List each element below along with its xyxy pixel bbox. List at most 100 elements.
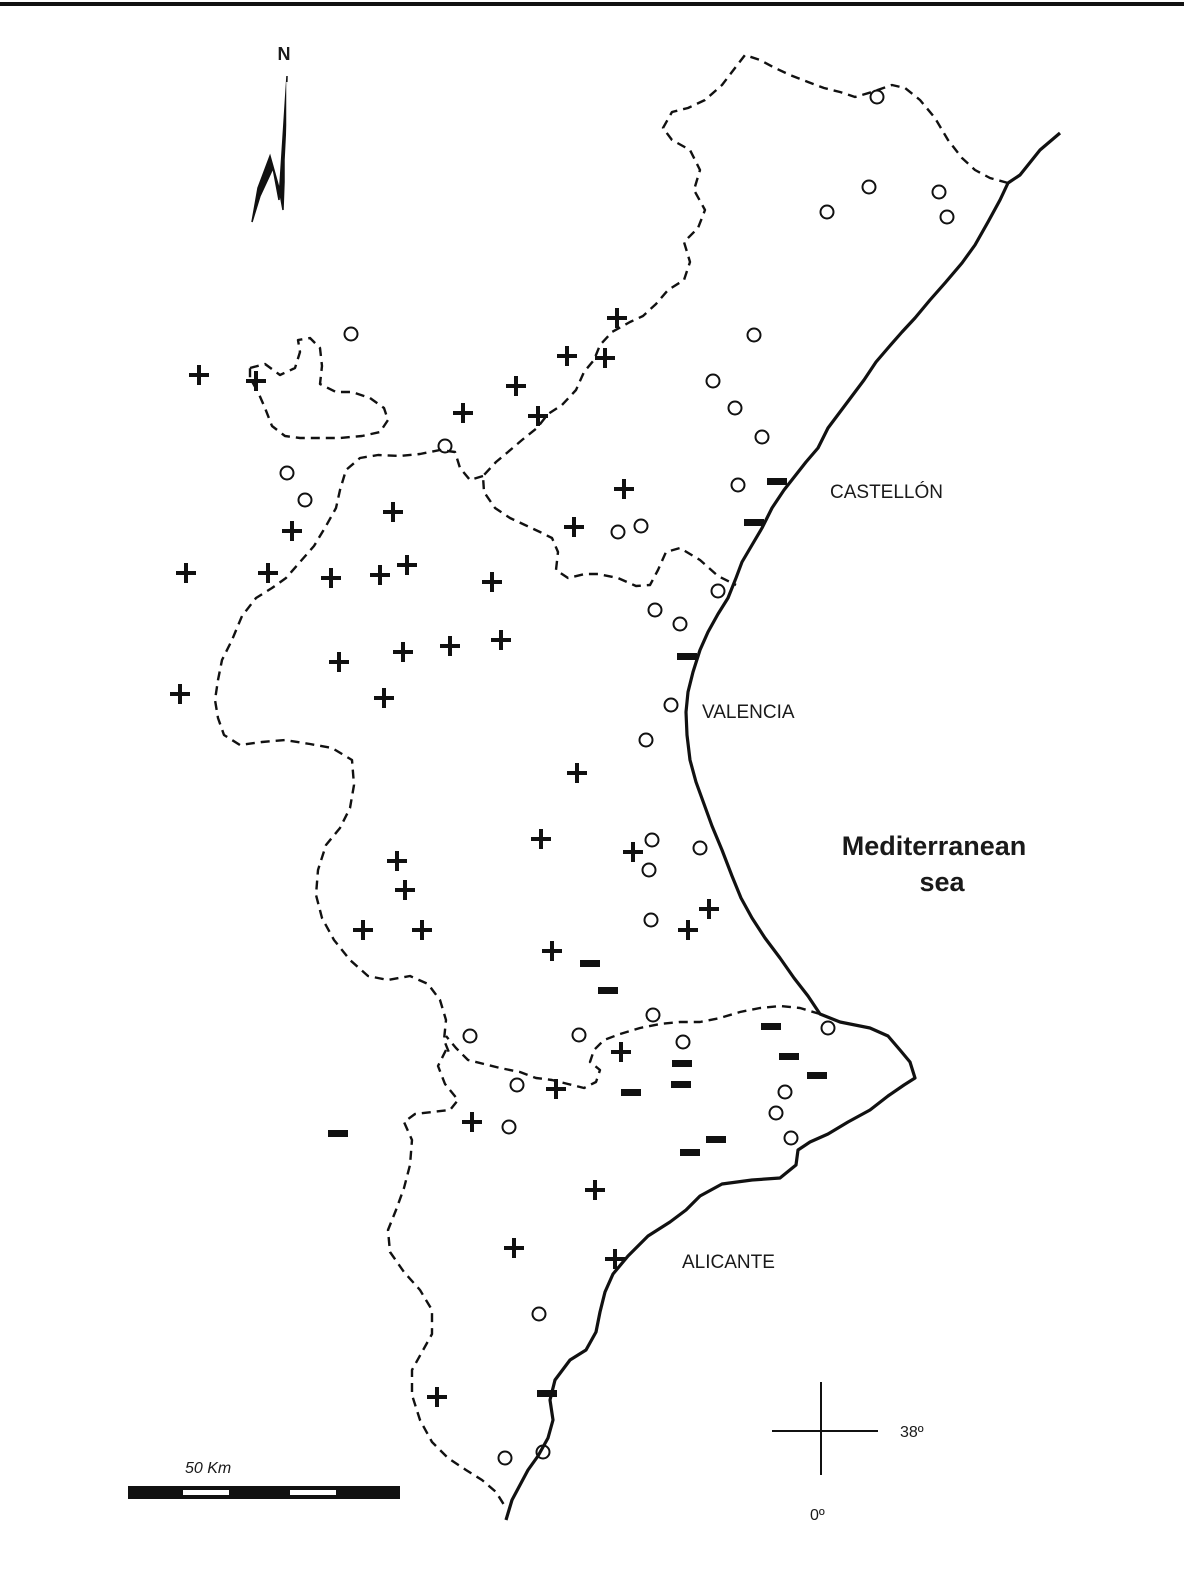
minus-marker <box>598 987 618 994</box>
scale-label: 50 Km <box>185 1460 231 1477</box>
circle-marker <box>746 327 762 343</box>
north-arrow-icon <box>251 75 288 223</box>
plus-marker <box>329 652 349 672</box>
circle-marker <box>672 616 688 632</box>
plus-marker <box>321 568 341 588</box>
sea-label-line2: sea <box>919 867 965 897</box>
plus-marker <box>607 308 627 328</box>
plus-marker <box>482 572 502 592</box>
plus-marker <box>395 880 415 900</box>
plus-marker <box>557 346 577 366</box>
circle-marker <box>633 518 649 534</box>
plus-marker <box>699 899 719 919</box>
plus-marker <box>453 403 473 423</box>
circle-marker <box>638 732 654 748</box>
plus-marker <box>189 365 209 385</box>
sea-label: Mediterranean <box>842 831 1027 861</box>
circle-marker <box>643 912 659 928</box>
plus-marker <box>528 406 548 426</box>
circle-marker <box>777 1084 793 1100</box>
castellon-boundary <box>481 53 1009 588</box>
circle-marker <box>437 438 453 454</box>
minus-marker <box>580 960 600 967</box>
circle-marker <box>820 1020 836 1036</box>
circle-marker <box>610 524 626 540</box>
plus-marker <box>258 563 278 583</box>
scale-bar: 50 Km <box>128 1460 400 1499</box>
circle-marker <box>645 1007 661 1023</box>
circle-marker <box>641 862 657 878</box>
circle-marker <box>768 1105 784 1121</box>
plus-marker <box>462 1112 482 1132</box>
marker-layer <box>170 89 955 1466</box>
circle-marker <box>710 583 726 599</box>
plus-marker <box>546 1079 566 1099</box>
minus-marker <box>672 1060 692 1067</box>
coordinate-cross: 38º 0º <box>772 1382 924 1524</box>
circle-marker <box>644 832 660 848</box>
city-label-valencia: VALENCIA <box>702 702 795 723</box>
circle-marker <box>571 1027 587 1043</box>
circle-marker <box>535 1444 551 1460</box>
plus-marker <box>374 688 394 708</box>
plus-marker <box>595 348 615 368</box>
circle-marker <box>754 429 770 445</box>
plus-marker <box>370 565 390 585</box>
minus-marker <box>807 1072 827 1079</box>
minus-marker <box>779 1053 799 1060</box>
minus-marker <box>671 1081 691 1088</box>
circle-marker <box>501 1119 517 1135</box>
plus-marker <box>611 1042 631 1062</box>
circle-marker <box>730 477 746 493</box>
circle-marker <box>663 697 679 713</box>
minus-marker <box>761 1023 781 1030</box>
plus-marker <box>282 521 302 541</box>
city-label-castellon: CASTELLÓN <box>830 481 943 503</box>
circle-marker <box>497 1450 513 1466</box>
minus-marker <box>537 1390 557 1397</box>
plus-marker <box>353 920 373 940</box>
plus-marker <box>542 941 562 961</box>
plus-marker <box>170 684 190 704</box>
plus-marker <box>564 517 584 537</box>
plus-marker <box>427 1387 447 1407</box>
plus-marker <box>387 851 407 871</box>
scale-segment <box>183 1490 229 1495</box>
coord-lat-label: 38º <box>900 1424 924 1441</box>
valencia-boundary <box>213 448 484 1056</box>
plus-marker <box>678 920 698 940</box>
circle-marker <box>297 492 313 508</box>
plus-marker <box>383 502 403 522</box>
circle-marker <box>931 184 947 200</box>
minus-marker <box>744 519 764 526</box>
plus-marker <box>176 563 196 583</box>
scale-bar-outline <box>128 1486 400 1499</box>
plus-marker <box>623 842 643 862</box>
circle-marker <box>861 179 877 195</box>
plus-marker <box>614 479 634 499</box>
circle-marker <box>462 1028 478 1044</box>
minus-marker <box>706 1136 726 1143</box>
plus-marker <box>585 1180 605 1200</box>
coastline <box>504 131 1062 1521</box>
city-label-alicante: ALICANTE <box>682 1252 775 1273</box>
circle-marker <box>647 602 663 618</box>
coord-lon-label: 0º <box>810 1507 825 1524</box>
valencia-alicante-boundary <box>445 1004 821 1090</box>
plus-marker <box>506 376 526 396</box>
plus-marker <box>440 636 460 656</box>
minus-marker <box>621 1089 641 1096</box>
circle-marker <box>869 89 885 105</box>
circle-marker <box>343 326 359 342</box>
circle-marker <box>705 373 721 389</box>
plus-marker <box>504 1238 524 1258</box>
north-label: N <box>278 44 291 64</box>
enclave-boundary <box>248 336 390 440</box>
minus-marker <box>677 653 697 660</box>
plus-marker <box>491 630 511 650</box>
minus-marker <box>767 478 787 485</box>
plus-marker <box>567 763 587 783</box>
circle-marker <box>531 1306 547 1322</box>
circle-marker <box>279 465 295 481</box>
minus-marker <box>680 1149 700 1156</box>
